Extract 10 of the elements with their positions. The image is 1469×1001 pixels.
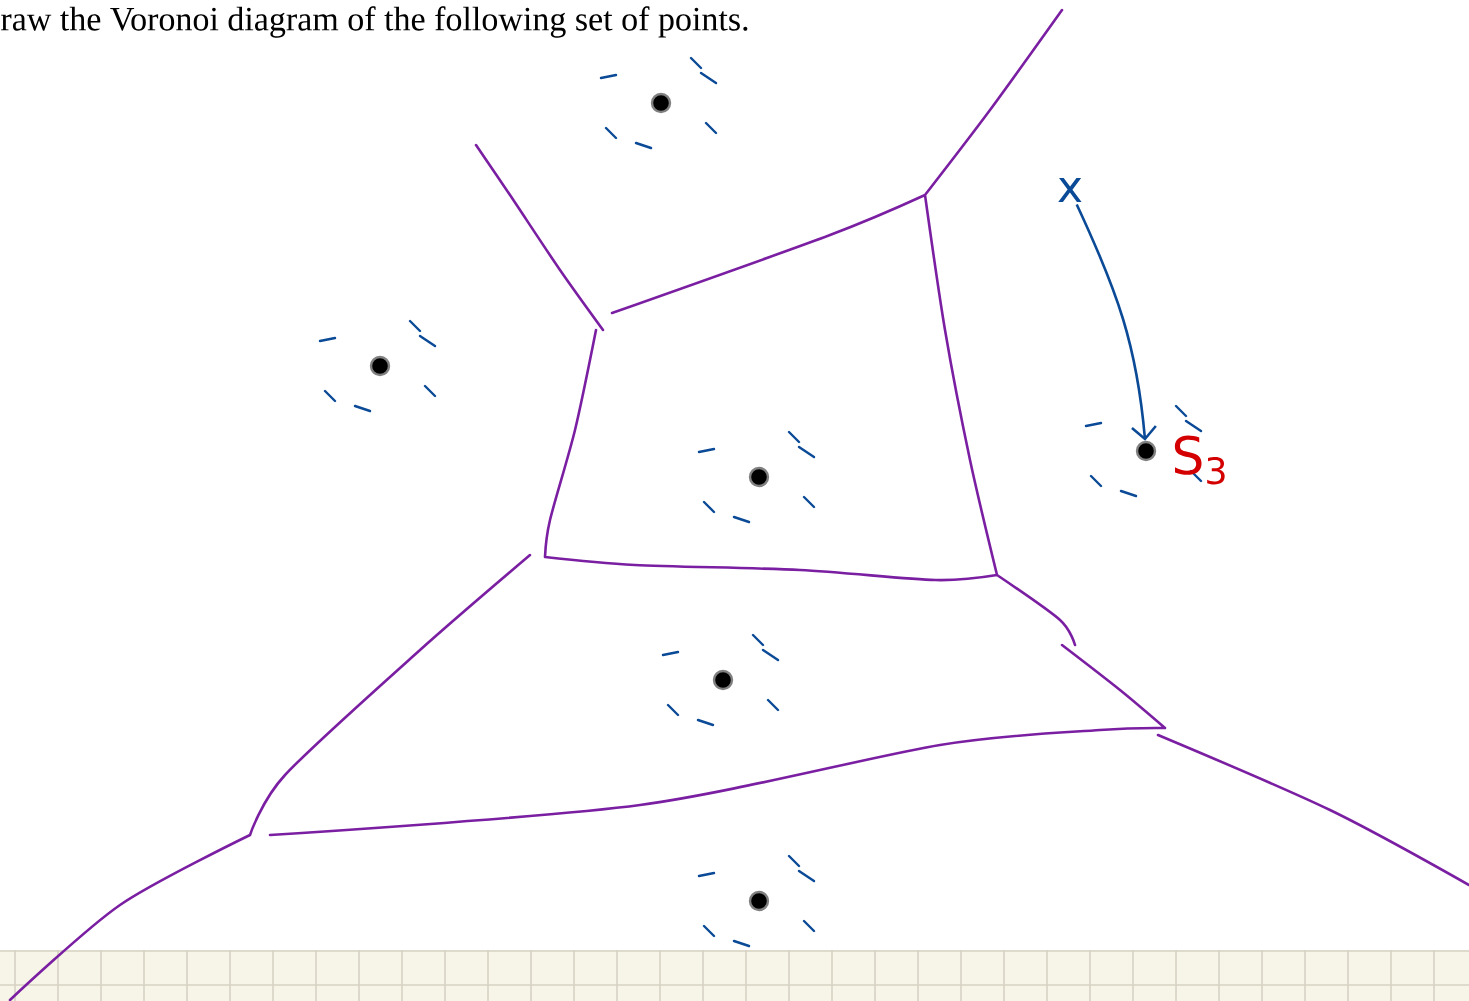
point-dot [650,92,672,114]
point-dot [1135,440,1157,462]
point-dot [748,890,770,912]
arrow [1075,203,1157,441]
handwritten-label: S$_{3}$ [1174,435,1225,485]
point-dot [748,466,770,488]
point-dot [369,355,391,377]
title: raw the Voronoi diagram of the following set of points. [1,6,748,38]
point-dot [712,669,734,691]
handwritten-label: x [1058,177,1082,203]
